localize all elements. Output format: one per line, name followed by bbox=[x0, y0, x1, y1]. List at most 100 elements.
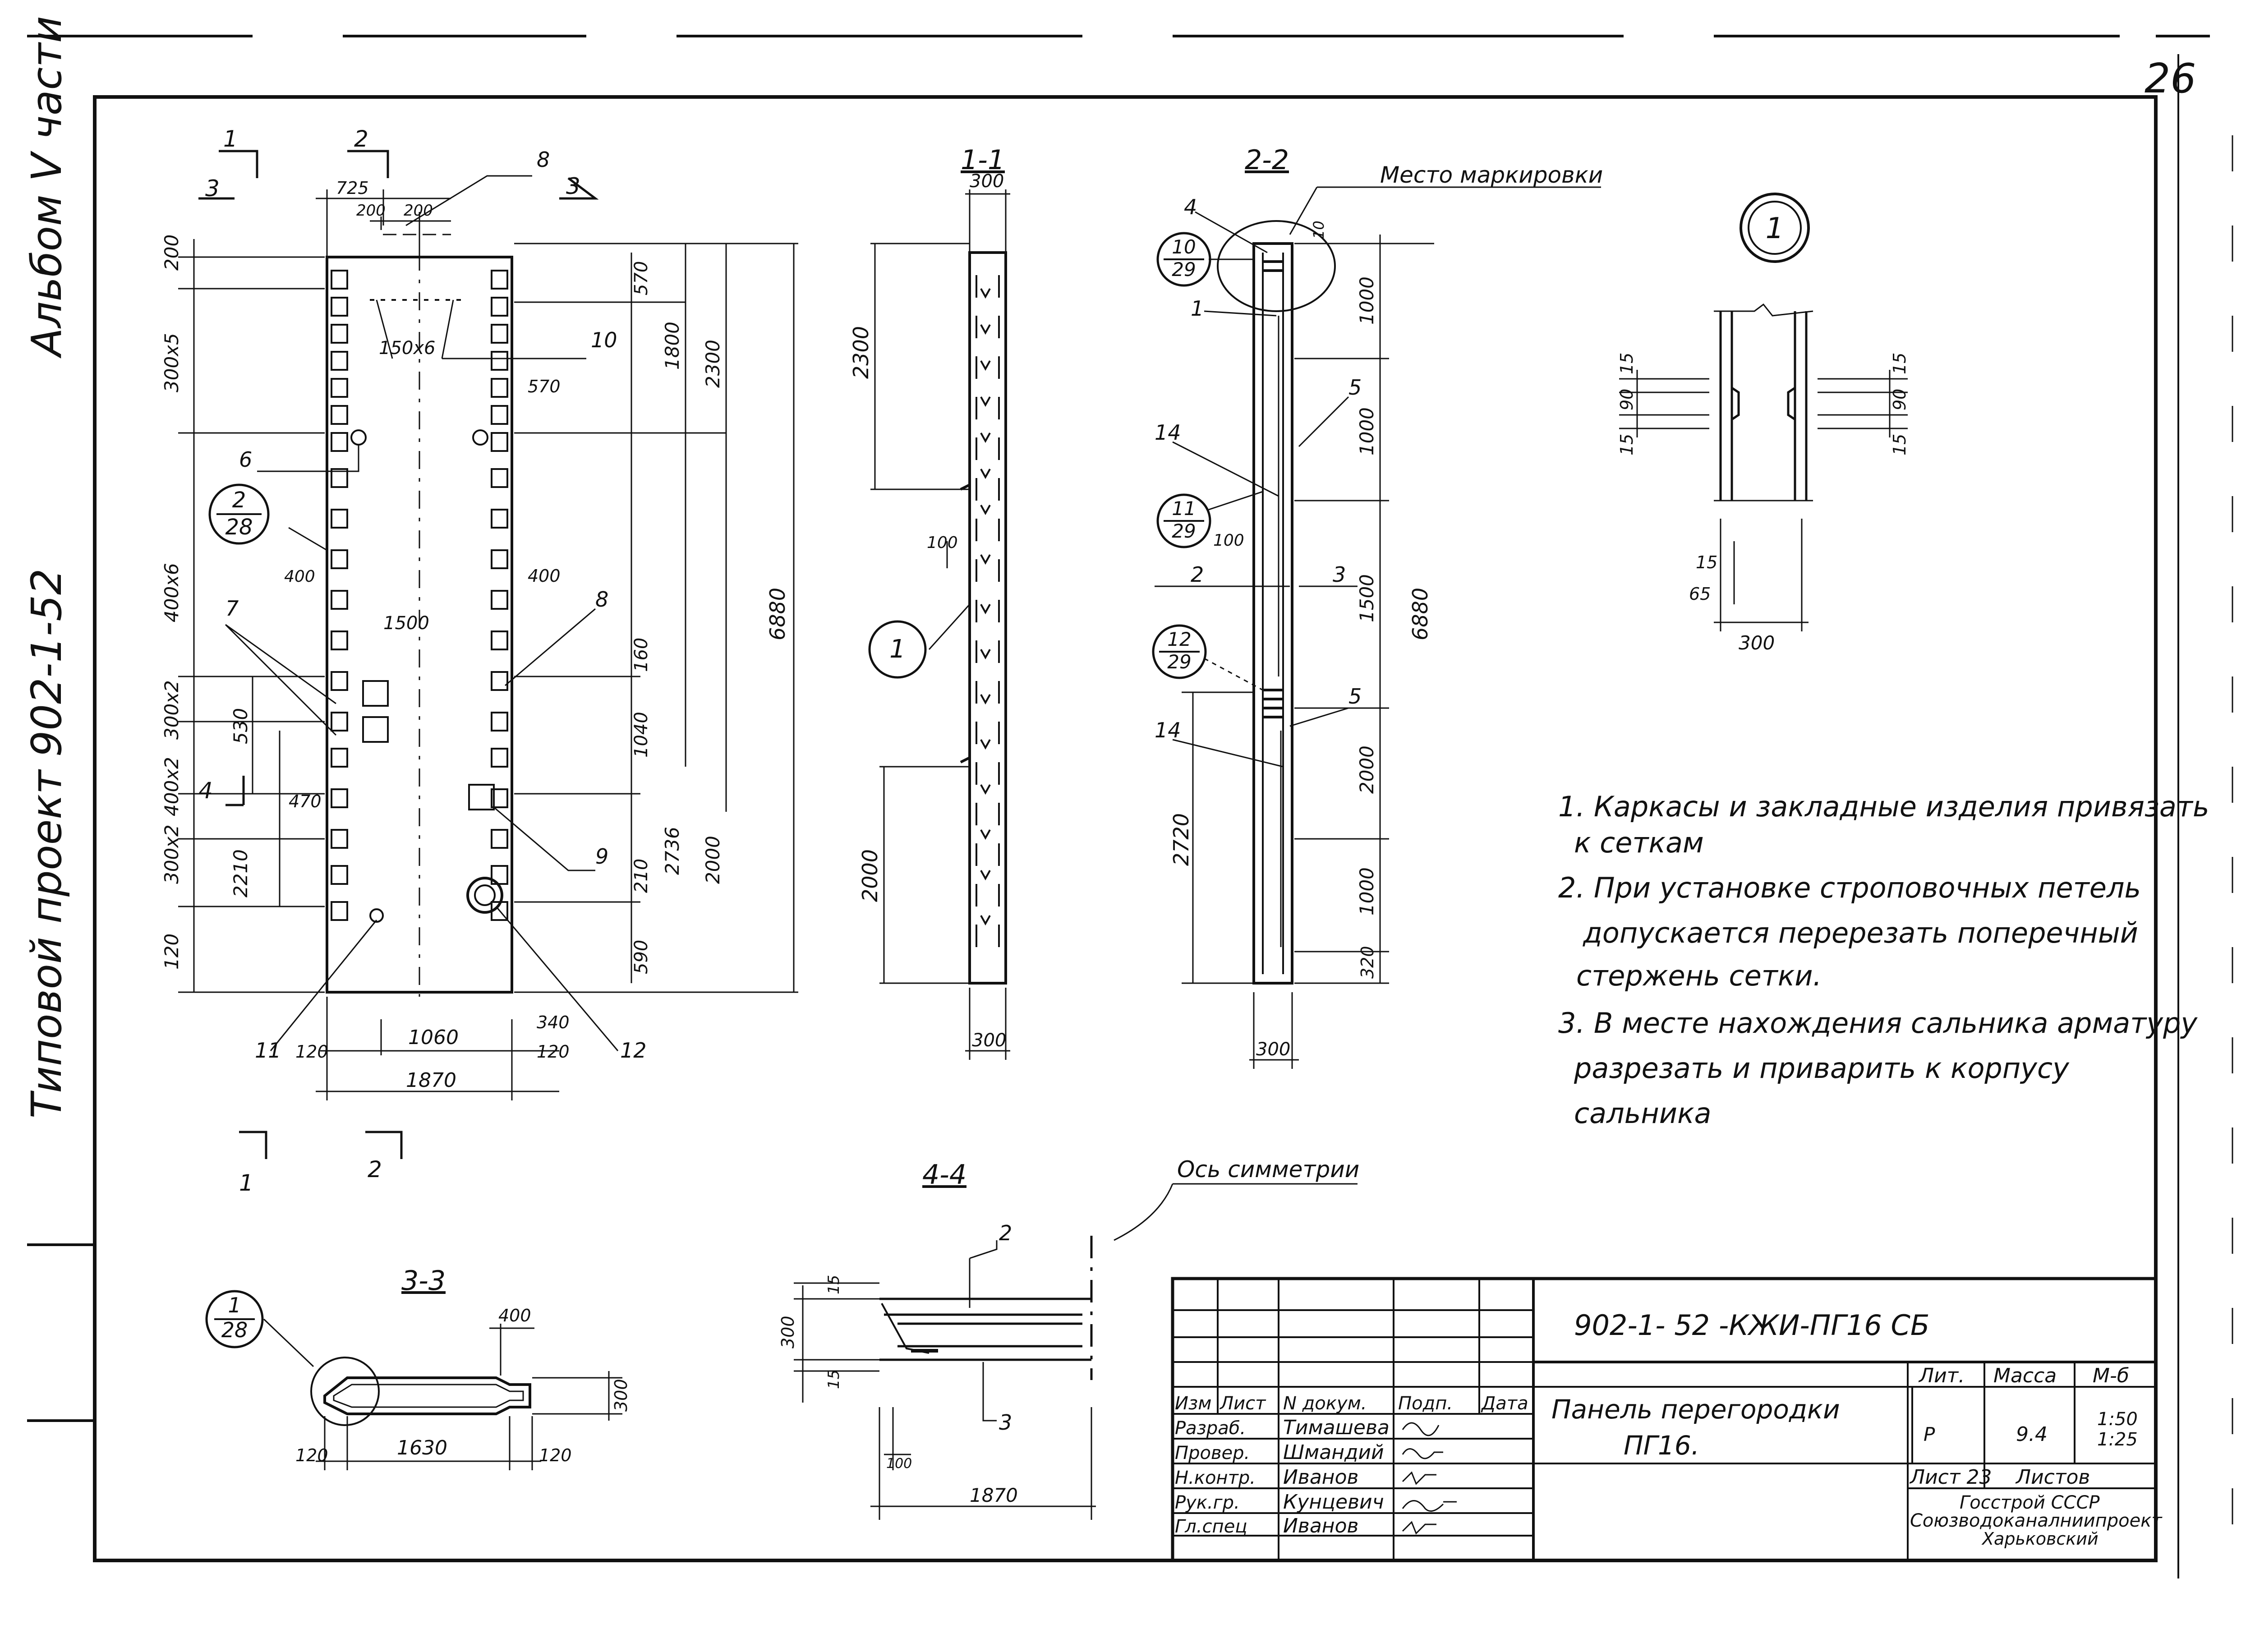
dim-text: 400 bbox=[528, 566, 561, 586]
section-mark-4: 4 bbox=[198, 778, 213, 804]
svg-text:2: 2 bbox=[232, 488, 246, 513]
dim-text: 2736 bbox=[661, 827, 683, 875]
dim-text: 15 bbox=[1890, 434, 1910, 456]
dim-text: 210 bbox=[631, 859, 652, 893]
callout-14b: 14 bbox=[1155, 718, 1181, 742]
dim-text: 1630 bbox=[397, 1436, 447, 1459]
item-name-code: ПГ16. bbox=[1624, 1430, 1699, 1461]
dim-text: 1060 bbox=[408, 1026, 459, 1049]
note-line: допускается перерезать поперечный bbox=[1583, 916, 2138, 949]
dim-text: 15 bbox=[1617, 434, 1637, 456]
dim-text: 300 bbox=[972, 1030, 1006, 1051]
section-mark-2b: 2 bbox=[368, 1156, 382, 1183]
dim-text: 120 bbox=[295, 1445, 328, 1465]
dim-text: 90 bbox=[1617, 389, 1637, 410]
dim-text: 120 bbox=[539, 1445, 572, 1465]
dim-text: 1500 bbox=[1356, 574, 1378, 622]
dim-text: 15 bbox=[1890, 353, 1910, 374]
section-3-3: 3-3 400 300 120 1630 120 1 28 bbox=[205, 1265, 631, 1470]
mass-value: 9.4 bbox=[2016, 1423, 2048, 1446]
sheets-count-label: Листов bbox=[2015, 1466, 2090, 1489]
section-mark-1: 1 bbox=[223, 126, 238, 152]
org-line: Харьковский bbox=[1981, 1529, 2099, 1549]
callout-8b: 8 bbox=[595, 587, 608, 612]
callout-14: 14 bbox=[1155, 420, 1181, 445]
section-1-1: 1-1 300 2300 100 2000 300 1 bbox=[849, 144, 1010, 1060]
svg-text:1: 1 bbox=[228, 1293, 241, 1317]
scale-header: М-б bbox=[2093, 1364, 2129, 1387]
note-line: сальника bbox=[1574, 1097, 1712, 1130]
section-3-3-balloon: 1 28 bbox=[205, 1290, 264, 1348]
dim-text: 725 bbox=[336, 178, 369, 198]
sheet-frame bbox=[27, 35, 2233, 1578]
note-line: к сеткам bbox=[1574, 826, 1704, 859]
callout-2: 2 bbox=[999, 1221, 1012, 1245]
dim-text: 1000 bbox=[1356, 276, 1378, 325]
dim-text: 300х2 bbox=[161, 680, 183, 740]
dim-text: 100 bbox=[1213, 531, 1244, 550]
person-name: Тимашева bbox=[1283, 1416, 1390, 1439]
role-label: Провер. bbox=[1175, 1443, 1250, 1463]
svg-text:10: 10 bbox=[1172, 236, 1196, 258]
dim-text: 6880 bbox=[765, 588, 790, 640]
dim-text: 15 bbox=[1696, 552, 1717, 572]
mass-header: Масса bbox=[1993, 1364, 2057, 1387]
item-name: Панель перегородки bbox=[1551, 1394, 1840, 1425]
callout-10: 10 bbox=[591, 328, 617, 352]
svg-text:28: 28 bbox=[221, 1318, 248, 1342]
svg-text:29: 29 bbox=[1172, 520, 1196, 542]
header-signature: Подп. bbox=[1398, 1393, 1453, 1414]
header-list: Лист bbox=[1219, 1393, 1266, 1414]
dim-text: 2000 bbox=[702, 836, 724, 884]
person-name: Иванов bbox=[1283, 1514, 1358, 1537]
dim-text: 400х6 bbox=[161, 563, 183, 622]
dim-text: 1500 bbox=[383, 613, 429, 634]
header-izm: Изм bbox=[1175, 1393, 1211, 1414]
side-project-label: Типовой проект 902-1-52 bbox=[23, 569, 71, 1118]
dim-text: 400х2 bbox=[161, 757, 183, 816]
dim-text: 65 bbox=[1689, 584, 1711, 604]
section-3-3-title: 3-3 bbox=[401, 1265, 446, 1297]
svg-text:12: 12 bbox=[1167, 628, 1191, 650]
dim-text: 6880 bbox=[1408, 588, 1432, 640]
embedded-details-left bbox=[331, 270, 348, 921]
dim-text: 150х6 bbox=[379, 338, 435, 359]
document-code: 902-1- 52 -КЖИ-ПГ16 СБ bbox=[1574, 1309, 1929, 1342]
callout-12: 12 bbox=[620, 1038, 647, 1063]
person-name: Шмандий bbox=[1283, 1441, 1384, 1464]
note-line: 2. При установке строповочных петель bbox=[1558, 871, 2141, 904]
section-2-2-balloon-12: 12 29 bbox=[1152, 624, 1207, 679]
scale-value: 1:50 bbox=[2097, 1409, 2138, 1430]
callout-3: 3 bbox=[999, 1410, 1012, 1435]
section-2-2: 2-2 Место маркировки 1000 1000 1500 6880… bbox=[1152, 144, 1603, 1069]
dim-text: 2300 bbox=[849, 326, 873, 379]
header-date: Дата bbox=[1481, 1393, 1528, 1414]
dim-text: 320 bbox=[1358, 946, 1377, 979]
callout-4: 4 bbox=[1184, 195, 1197, 219]
dim-text: 300 bbox=[1256, 1039, 1290, 1060]
header-doc-number: N докум. bbox=[1283, 1393, 1367, 1414]
callout-5b: 5 bbox=[1348, 684, 1362, 709]
callout-8: 8 bbox=[537, 147, 550, 172]
section-mark-2: 2 bbox=[354, 126, 368, 152]
role-label: Гл.спец bbox=[1175, 1516, 1247, 1537]
dim-text: 2300 bbox=[702, 340, 724, 388]
dim-text: 120 bbox=[537, 1042, 570, 1062]
dim-text: 2210 bbox=[230, 849, 252, 897]
callout-11: 11 bbox=[255, 1038, 281, 1063]
marking-place-label: Место маркировки bbox=[1380, 162, 1603, 188]
dim-text: 100 bbox=[927, 534, 958, 552]
dim-text: 1040 bbox=[631, 712, 652, 758]
dim-text: 300х5 bbox=[161, 333, 183, 392]
dim-text: 10 bbox=[1310, 221, 1327, 239]
section-1-1-title: 1-1 bbox=[961, 144, 1005, 176]
org-line: Союзводоканалниипроект bbox=[1910, 1510, 2163, 1531]
dim-text: 120 bbox=[161, 934, 183, 970]
dim-text: 15 bbox=[825, 1370, 843, 1389]
dim-text: 2000 bbox=[1356, 745, 1378, 794]
dim-text: 1000 bbox=[1356, 867, 1378, 916]
detail-balloon: 2 28 bbox=[208, 483, 270, 545]
dim-text: 530 bbox=[230, 708, 252, 744]
section-4-4-title: 4-4 bbox=[922, 1159, 966, 1191]
callout-9: 9 bbox=[595, 844, 608, 869]
